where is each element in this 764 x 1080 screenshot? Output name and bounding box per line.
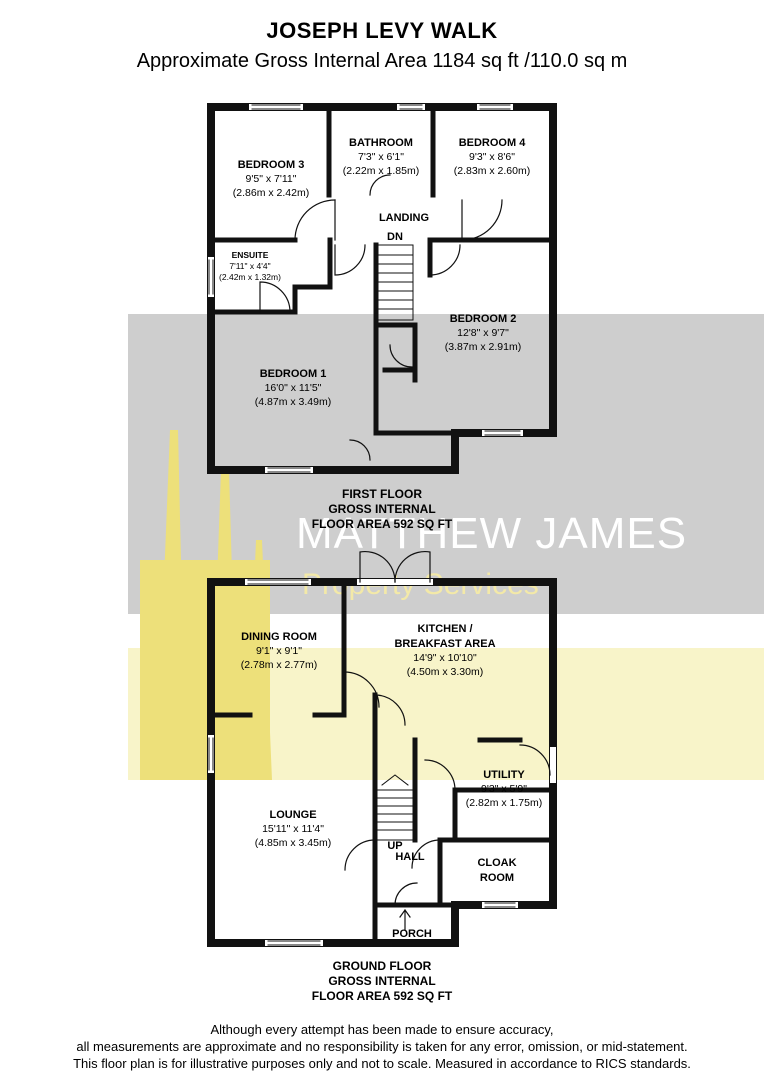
bedroom1-name: BEDROOM 1 [260, 368, 327, 380]
bedroom2-label: BEDROOM 2 12'8" x 9'7" (3.87m x 2.91m) [445, 313, 521, 353]
bedroom3-metric: (2.86m x 2.42m) [233, 187, 309, 199]
kitchen-name-1: KITCHEN / [418, 623, 473, 635]
lounge-metric: (4.85m x 3.45m) [255, 837, 331, 849]
disclaimer: Although every attempt has been made to … [0, 1021, 764, 1072]
lounge-imperial: 15'11" x 11'4" [262, 823, 324, 835]
first-floor-caption: FIRST FLOOR GROSS INTERNAL FLOOR AREA 59… [312, 487, 453, 531]
disclaimer-line-2: all measurements are approximate and no … [76, 1039, 688, 1054]
bedroom3-name: BEDROOM 3 [238, 159, 305, 171]
bedroom3-label: BEDROOM 3 9'5" x 7'11" (2.86m x 2.42m) [233, 159, 309, 199]
bathroom-name: BATHROOM [349, 137, 413, 149]
kitchen-imperial: 14'9" x 10'10" [413, 652, 477, 664]
ensuite-label: ENSUITE 7'11" x 4'4" (2.42m x 1.32m) [219, 250, 281, 282]
hall-name: HALL [395, 851, 425, 863]
bedroom2-name: BEDROOM 2 [450, 313, 517, 325]
bedroom4-metric: (2.83m x 2.60m) [454, 165, 530, 177]
watermark-brand: MATTHEW JAMES [296, 509, 687, 558]
ensuite-name: ENSUITE [232, 250, 269, 260]
cloak-name-1: CLOAK [477, 857, 516, 869]
disclaimer-line-3: This floor plan is for illustrative purp… [73, 1056, 691, 1071]
ground-floor-caption: GROUND FLOOR GROSS INTERNAL FLOOR AREA 5… [312, 959, 453, 1003]
page-title: JOSEPH LEVY WALK [266, 18, 498, 43]
disclaimer-line-1: Although every attempt has been made to … [210, 1022, 554, 1037]
utility-label: UTILITY 9'3" x 5'9" (2.82m x 1.75m) [466, 769, 542, 809]
spire-logo [140, 430, 272, 780]
ensuite-metric: (2.42m x 1.32m) [219, 272, 281, 282]
watermark: MATTHEW JAMES Property Services [128, 314, 764, 780]
kitchen-label: KITCHEN / BREAKFAST AREA 14'9" x 10'10" … [394, 623, 495, 678]
bedroom2-metric: (3.87m x 2.91m) [445, 341, 521, 353]
lounge-name: LOUNGE [269, 809, 316, 821]
ground-floor-caption-2: GROSS INTERNAL [328, 974, 435, 988]
dining-label: DINING ROOM 9'1" x 9'1" (2.78m x 2.77m) [241, 631, 317, 671]
landing-name: LANDING [379, 212, 429, 224]
bedroom1-imperial: 16'0" x 11'5" [265, 382, 322, 394]
first-floor-caption-2: GROSS INTERNAL [328, 502, 435, 516]
dining-name: DINING ROOM [241, 631, 317, 643]
bedroom2-imperial: 12'8" x 9'7" [457, 327, 509, 339]
dining-metric: (2.78m x 2.77m) [241, 659, 317, 671]
ground-floor-caption-3: FLOOR AREA 592 SQ FT [312, 989, 453, 1003]
bathroom-label: BATHROOM 7'3" x 6'1" (2.22m x 1.85m) [343, 137, 419, 177]
cloak-label: CLOAK ROOM [477, 857, 516, 884]
lounge-label: LOUNGE 15'11" x 11'4" (4.85m x 3.45m) [255, 809, 331, 849]
utility-metric: (2.82m x 1.75m) [466, 797, 542, 809]
dining-imperial: 9'1" x 9'1" [256, 645, 302, 657]
bedroom1-label: BEDROOM 1 16'0" x 11'5" (4.87m x 3.49m) [255, 368, 331, 408]
kitchen-name-2: BREAKFAST AREA [394, 638, 495, 650]
area-subtitle: Approximate Gross Internal Area 1184 sq … [136, 50, 628, 72]
first-floor-stairs-label: DN [387, 231, 403, 243]
cloak-name-2: ROOM [480, 872, 514, 884]
ground-floor-stairs-label: UP [387, 840, 402, 852]
utility-name: UTILITY [483, 769, 525, 781]
first-floor-caption-3: FLOOR AREA 592 SQ FT [312, 517, 453, 531]
ground-floor-caption-1: GROUND FLOOR [333, 959, 432, 973]
porch-name: PORCH [392, 928, 432, 940]
first-floor-walls [207, 103, 557, 474]
bedroom1-metric: (4.87m x 3.49m) [255, 396, 331, 408]
first-floor-caption-1: FIRST FLOOR [342, 487, 422, 501]
kitchen-metric: (4.50m x 3.30m) [407, 666, 483, 678]
ground-floor-walls [207, 550, 557, 947]
bathroom-imperial: 7'3" x 6'1" [358, 151, 404, 163]
bedroom4-label: BEDROOM 4 9'3" x 8'6" (2.83m x 2.60m) [454, 137, 530, 177]
ensuite-imperial: 7'11" x 4'4" [229, 261, 270, 271]
utility-imperial: 9'3" x 5'9" [481, 783, 527, 795]
bedroom3-imperial: 9'5" x 7'11" [246, 173, 297, 185]
bedroom4-name: BEDROOM 4 [459, 137, 527, 149]
bedroom4-imperial: 9'3" x 8'6" [469, 151, 515, 163]
bathroom-metric: (2.22m x 1.85m) [343, 165, 419, 177]
